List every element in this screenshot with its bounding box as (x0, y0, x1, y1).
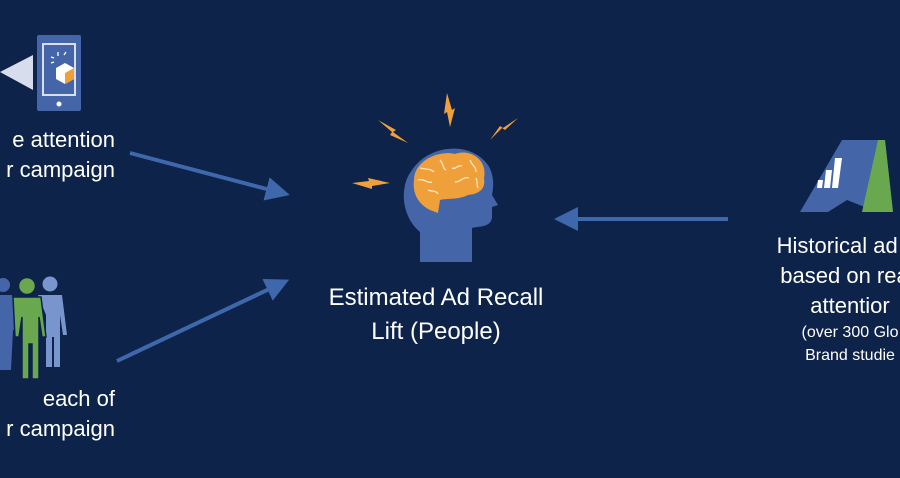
lightning-bolts-icon (352, 93, 518, 189)
reach-label: each of r campaign (0, 384, 115, 444)
output-label-line1: Estimated Ad Recall (328, 284, 544, 311)
mobile-ad-icon (0, 35, 81, 111)
output-label-line2: Lift (People) (371, 318, 501, 345)
reach-label-line2: r campaign (6, 416, 115, 441)
arrow-reach-to-recall (116, 278, 290, 363)
benchmark-label: Historical ad re based on reac attentior… (700, 231, 900, 367)
benchmark-note2: Brand studie (805, 347, 895, 364)
attention-label-line2: r campaign (6, 157, 115, 182)
brand-lift-logo-icon (800, 140, 893, 212)
reach-label-line1: each of (42, 386, 115, 411)
people-icon (0, 276, 67, 380)
benchmark-note1: (over 300 Glo (801, 324, 899, 341)
benchmark-line1: Historical ad re (776, 233, 900, 258)
attention-label-line1: e attention (12, 127, 115, 152)
benchmark-line2: based on reac (780, 263, 900, 288)
attention-label: e attention r campaign (0, 125, 115, 185)
brain-head-icon (403, 148, 498, 262)
output-label: Estimated Ad Recall Lift (People) (286, 281, 586, 349)
arrow-attention-to-recall (129, 151, 290, 201)
benchmark-line3: attentior (810, 293, 890, 318)
